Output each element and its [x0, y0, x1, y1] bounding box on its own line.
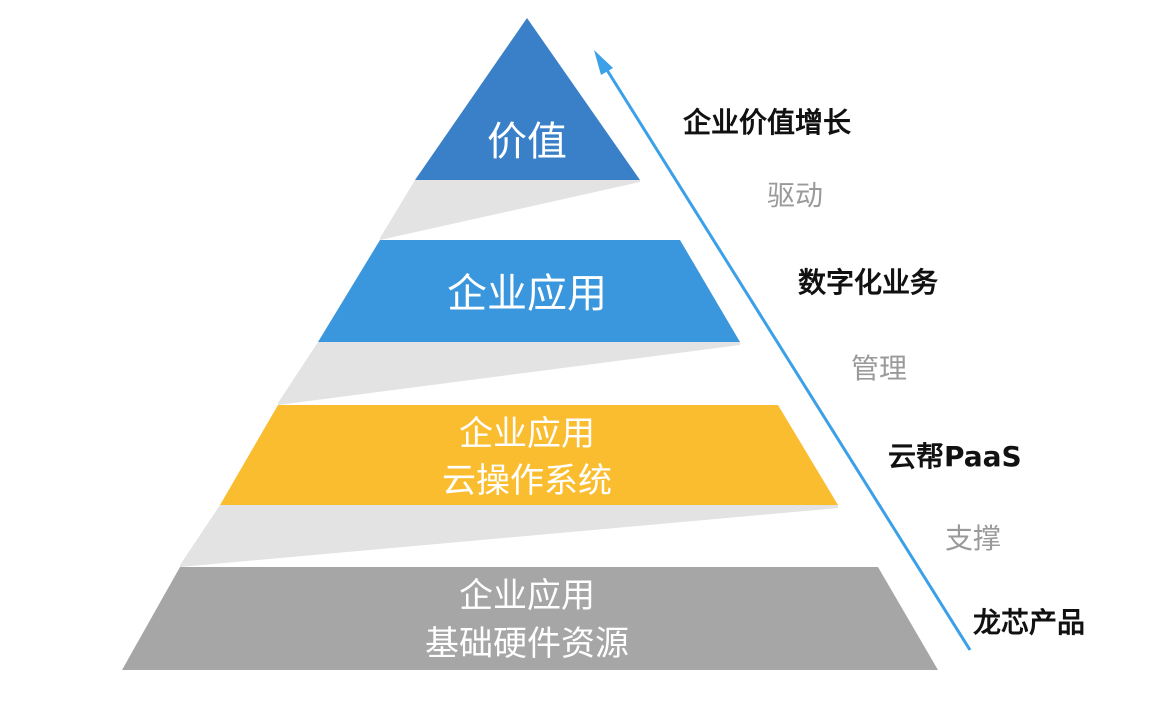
- drive-label: 驱动: [767, 179, 823, 212]
- manage-label: 管理: [851, 352, 907, 385]
- digital-business-label: 数字化业务: [798, 266, 938, 299]
- paas-label: 云帮PaaS: [888, 440, 1022, 473]
- layer-top: [415, 18, 640, 180]
- product-label: 龙芯产品: [973, 606, 1085, 639]
- layer-third-label-line1: 企业应用: [459, 414, 595, 454]
- layer-top-label: 价值: [487, 119, 567, 165]
- connector-band-2: [278, 342, 740, 405]
- connector-band-1: [380, 180, 640, 240]
- growth-arrow-head: [594, 50, 613, 75]
- support-label: 支撑: [945, 522, 1001, 555]
- layer-base: [122, 567, 938, 670]
- layer-third: [220, 405, 838, 505]
- layer-second-label: 企业应用: [447, 271, 607, 317]
- layer-base-label-line1: 企业应用: [459, 576, 595, 616]
- value-growth-label: 企业价值增长: [683, 106, 851, 139]
- connector-band-3: [180, 505, 838, 567]
- layer-base-label-line2: 基础硬件资源: [425, 624, 629, 664]
- layer-third-label-line2: 云操作系统: [442, 461, 612, 501]
- layer-second: [318, 240, 740, 342]
- growth-arrow-line: [600, 61, 972, 651]
